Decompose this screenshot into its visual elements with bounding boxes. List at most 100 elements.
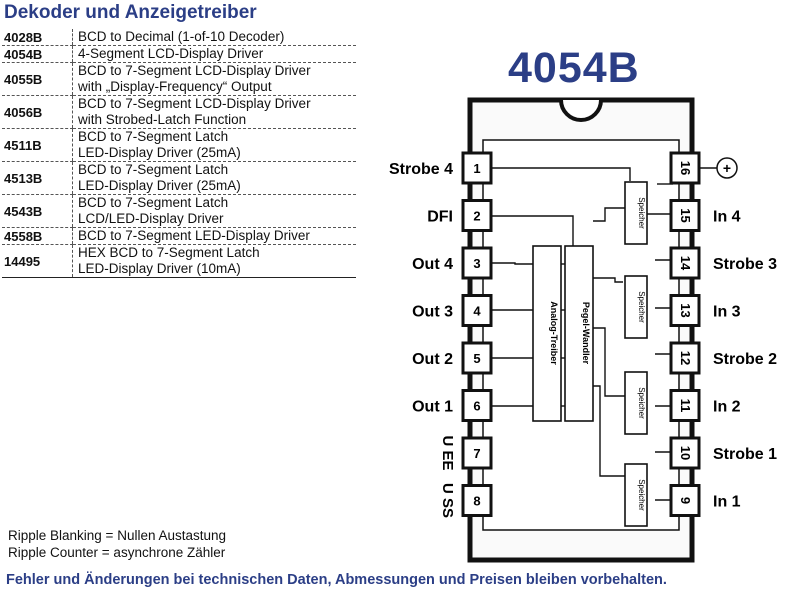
pin-number: 2 (473, 209, 480, 224)
table-row: 4054B 4-Segment LCD-Display Driver (2, 45, 356, 63)
pin-number: 16 (678, 161, 693, 175)
pin-label: Strobe 3 (713, 256, 777, 273)
supply-plus-icon (716, 157, 738, 179)
internal-wiring (491, 167, 673, 501)
pin-left-6: 6 Out 1 (412, 389, 493, 422)
ic-description-line: BCD to 7-Segment Latch (78, 195, 229, 210)
ic-description-line: LED-Display Driver (25mA) (78, 145, 241, 160)
pin-label: Out 4 (412, 256, 453, 273)
pin-right-10: 10 Strobe 1 (669, 436, 777, 470)
latch-blocks: Speicher Speicher Speicher Speicher (624, 181, 648, 527)
ic-description-line: BCD to 7-Segment LCD-Display Driver (78, 63, 311, 78)
ic-description: 4-Segment LCD-Display Driver (72, 45, 356, 63)
pin-label: Strobe 1 (713, 446, 777, 463)
analog-driver-label: Analog-Treiber (549, 301, 559, 365)
pin-label: Out 3 (412, 304, 453, 321)
pin-label: + (723, 160, 731, 176)
ic-number: 4054B (2, 45, 73, 63)
footer-disclaimer: Fehler und Änderungen bei technischen Da… (6, 572, 667, 588)
pin-number: 12 (678, 351, 693, 365)
pin-right-9: 9 In 1 (669, 484, 741, 517)
svg-text:Speicher: Speicher (637, 479, 646, 511)
ic-number: 4056B (2, 95, 73, 129)
pin-label: In 1 (713, 494, 741, 511)
pin-label: DFI (427, 209, 453, 226)
ic-number: 4543B (2, 194, 73, 228)
pin-number: 6 (473, 399, 480, 414)
ic-description: BCD to 7-Segment LED-Display Driver (72, 227, 356, 245)
ic-number: 4511B (2, 128, 73, 162)
ic-description-line: HEX BCD to 7-Segment Latch (78, 245, 260, 260)
pin-right-15: 15 In 4 (669, 199, 741, 232)
pin-right-13: 13 In 3 (669, 294, 741, 327)
pin-left-3: 3 Out 4 (412, 246, 493, 280)
pin-right-14: 14 Strobe 3 (669, 246, 777, 280)
pin-number: 9 (678, 497, 693, 504)
pin-number: 8 (473, 494, 480, 509)
pin-label: U EE (439, 435, 456, 470)
ic-description-line: BCD to 7-Segment LED-Display Driver (78, 228, 310, 243)
ic-description-line: 4-Segment LCD-Display Driver (78, 46, 264, 61)
pin-right-16: 16 + (669, 151, 738, 185)
note-ripple-blanking: Ripple Blanking = Nullen Austastung (8, 528, 227, 543)
ic-description-line: BCD to Decimal (1-of-10 Decoder) (78, 29, 285, 44)
pin-label: Strobe 4 (389, 161, 453, 178)
page-title: Dekoder und Anzeigetreiber (4, 2, 257, 23)
ic-number: 4028B (2, 29, 73, 46)
ic-description-line: with „Display-Frequency“ Output (78, 79, 272, 94)
pin-label: In 4 (713, 209, 741, 226)
ic-notch (559, 99, 603, 122)
pin-number: 15 (678, 208, 693, 222)
pin-number: 5 (473, 351, 480, 366)
pin-label: Out 1 (412, 399, 453, 416)
svg-text:Speicher: Speicher (637, 197, 646, 229)
pin-label: In 2 (713, 399, 741, 416)
pin-left-8: 8 U SS (439, 483, 493, 518)
note-ripple-counter: Ripple Counter = asynchrone Zähler (8, 545, 226, 560)
pin-left-2: 2 DFI (427, 199, 493, 232)
pin-number: 14 (678, 256, 693, 271)
level-shifter-block (564, 245, 594, 422)
pin-label: Strobe 2 (713, 351, 777, 368)
pin-right-11: 11 In 2 (669, 389, 741, 422)
ic-description-line: LED-Display Driver (25mA) (78, 178, 241, 193)
ic-description: BCD to Decimal (1-of-10 Decoder) (72, 29, 356, 46)
pin-number: 4 (473, 304, 481, 319)
ic-number: 14495 (2, 244, 73, 278)
ic-description-line: BCD to 7-Segment LCD-Display Driver (78, 96, 311, 111)
pin-number: 7 (473, 446, 480, 461)
svg-text:Speicher: Speicher (637, 291, 646, 323)
pinout-diagram: Analog-Treiber Pegel-Wandler Speicher Sp… (389, 97, 777, 563)
ic-number: 4513B (2, 161, 73, 195)
pin-number: 3 (473, 256, 480, 271)
pin-label: In 3 (713, 304, 741, 321)
pin-number: 10 (678, 446, 693, 460)
table-row: 4028B BCD to Decimal (1-of-10 Decoder) (2, 29, 356, 46)
analog-driver-block (532, 245, 562, 422)
pin-left-4: 4 Out 3 (412, 294, 493, 327)
ic-description-line: LCD/LED-Display Driver (78, 211, 224, 226)
chip-title: 4054B (508, 44, 640, 92)
pin-right-12: 12 Strobe 2 (669, 341, 777, 375)
ic-description-line: BCD to 7-Segment Latch (78, 129, 229, 144)
pin-number: 13 (678, 303, 693, 317)
pin-number: 11 (678, 399, 693, 413)
svg-text:Speicher: Speicher (637, 387, 646, 419)
pin-label: U SS (439, 483, 456, 518)
ic-description-line: BCD to 7-Segment Latch (78, 162, 229, 177)
ic-description-line: LED-Display Driver (10mA) (78, 261, 241, 276)
